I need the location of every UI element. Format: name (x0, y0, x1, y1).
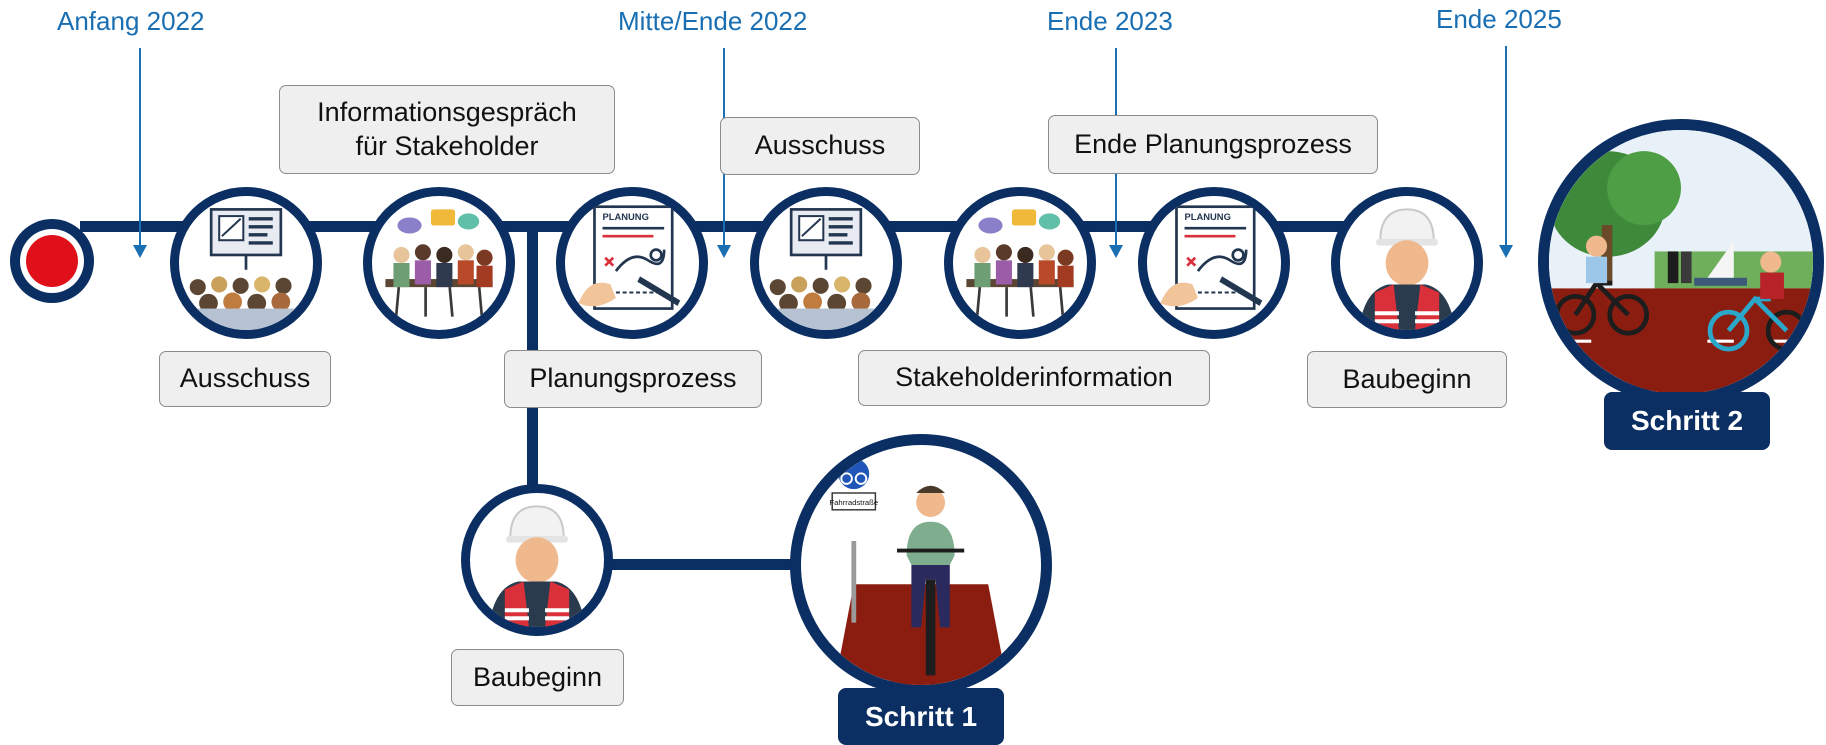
planning-document-icon: PLANUNG (1138, 187, 1290, 339)
planning-doc-title: PLANUNG (1185, 212, 1231, 222)
planning-doc-title: PLANUNG (603, 212, 649, 222)
street-sign-text: Fahrradstraße (829, 498, 878, 507)
construction-worker-icon (1331, 187, 1483, 339)
meeting-discussion-icon (944, 187, 1096, 339)
step-badge-schritt-1: Schritt 1 (838, 688, 1004, 745)
step-badge-schritt-2: Schritt 2 (1604, 392, 1770, 450)
cyclists-park-icon (1538, 119, 1824, 405)
label-ausschuss-1: Ausschuss (159, 351, 331, 407)
date-ende-2025: Ende 2025 (1436, 4, 1562, 34)
label-baubeginn-main: Baubeginn (1307, 351, 1507, 408)
construction-worker-icon (461, 484, 613, 636)
date-ende-2023: Ende 2023 (1047, 6, 1173, 36)
label-ausschuss-2: Ausschuss (720, 117, 920, 175)
planning-document-icon: PLANUNG (556, 187, 708, 339)
cyclist-bike-street-icon: Fahrradstraße (790, 434, 1052, 696)
timeline-branch-horizontal (600, 559, 800, 570)
label-planungsprozess: Planungsprozess (504, 350, 762, 408)
date-anfang-2022: Anfang 2022 (57, 6, 205, 36)
start-marker-icon (10, 219, 94, 303)
date-mitte-ende-2022: Mitte/Ende 2022 (618, 6, 808, 36)
label-stakeholderinformation: Stakeholderinformation (858, 350, 1210, 406)
date-arrow-1 (133, 48, 147, 258)
date-arrow-4 (1499, 46, 1513, 258)
presentation-audience-icon (170, 187, 322, 339)
label-baubeginn-branch: Baubeginn (451, 649, 624, 706)
presentation-audience-icon (750, 187, 902, 339)
label-informationsgespraech: Informationsgespräch für Stakeholder (279, 85, 615, 174)
label-ende-planungsprozess: Ende Planungsprozess (1048, 115, 1378, 174)
meeting-discussion-icon (363, 187, 515, 339)
timeline-main-line (80, 221, 1380, 232)
